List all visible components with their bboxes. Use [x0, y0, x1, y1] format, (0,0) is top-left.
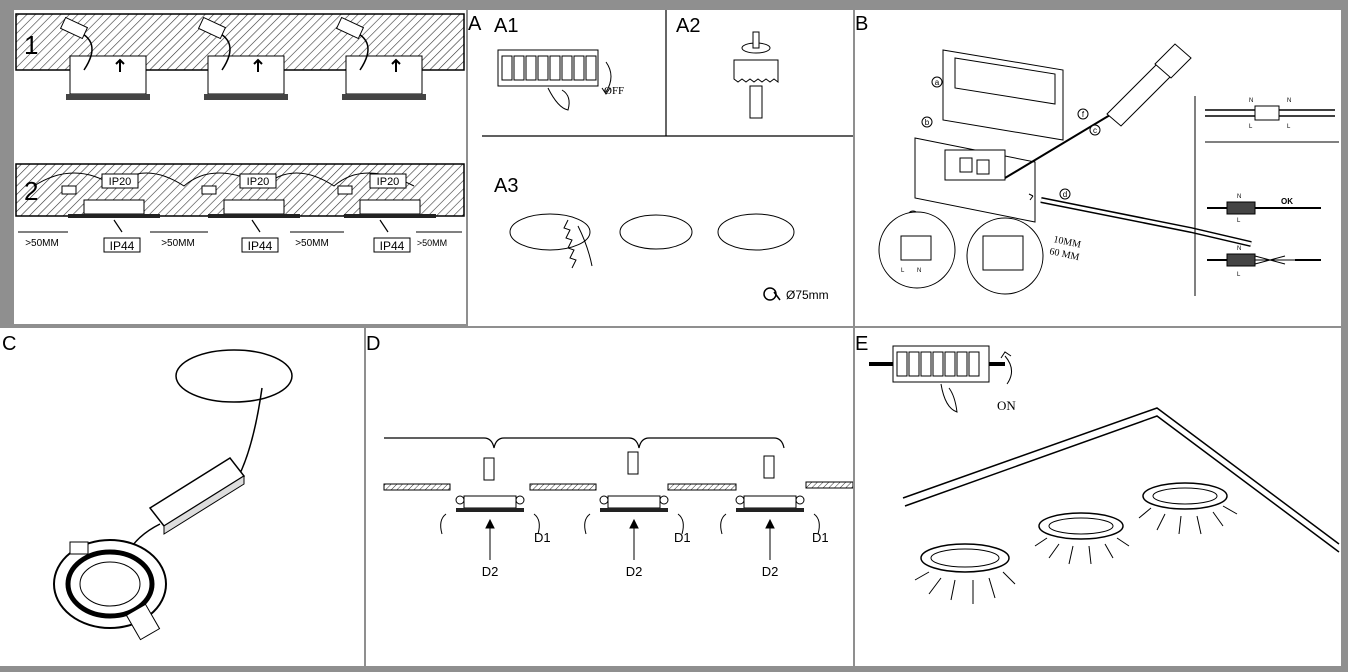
switch-on-label: ON	[997, 398, 1016, 413]
ceiling-cutout	[619, 214, 693, 250]
spacing-label: >50MM	[417, 238, 447, 248]
installation-overview-drawing: 1 2	[15, 13, 465, 253]
svg-text:L: L	[1249, 124, 1253, 130]
svg-text:L: L	[1237, 272, 1241, 278]
spacing-label: >50MM	[295, 238, 329, 249]
terminal-box	[914, 49, 1064, 223]
d1-label: D1	[674, 530, 691, 545]
wiring-drawing: 10MM 60 MM a b c d e f g L N	[878, 43, 1339, 296]
connector-wrong-diagram: N L	[1207, 246, 1321, 278]
panel-e-drawing: ON	[869, 345, 1340, 604]
ip44-label: IP44	[248, 239, 273, 253]
panel-a1-label: A1	[494, 15, 519, 37]
step-2-label: 2	[24, 176, 38, 206]
ip44-label: IP44	[110, 239, 135, 253]
light-fixture	[197, 16, 288, 100]
svg-text:L: L	[1237, 218, 1241, 224]
panel-a: A OFF	[468, 10, 853, 326]
svg-text:N: N	[1287, 98, 1291, 104]
ip20-label: IP20	[377, 176, 400, 188]
d1-label: D1	[534, 530, 551, 545]
svg-text:N: N	[1237, 246, 1241, 252]
ceiling-cutout	[509, 213, 591, 251]
ip20-label: IP20	[109, 176, 132, 188]
panel-c-label: C	[2, 333, 17, 355]
panel-e-label: E	[855, 333, 869, 355]
ip44-label: IP44	[380, 239, 405, 253]
d2-label: D2	[482, 564, 499, 579]
lit-downlight	[1034, 512, 1130, 565]
svg-text:d: d	[1063, 190, 1067, 199]
panel-a2-label: A2	[676, 15, 701, 37]
panel-d: D	[366, 328, 853, 666]
svg-text:b: b	[925, 118, 930, 127]
driver-box	[148, 457, 246, 535]
light-fixture	[59, 16, 150, 100]
svg-text:N: N	[1249, 98, 1253, 104]
recessed-light	[455, 457, 525, 512]
panel-a-drawing: OFF Ø75mm	[482, 10, 853, 302]
spacing-label: >50MM	[25, 238, 59, 249]
switch-off-label: OFF	[604, 85, 624, 97]
screwdriver-icon	[1004, 43, 1192, 179]
hole-diameter-label: Ø75mm	[786, 288, 829, 302]
panel-b-label: B	[855, 13, 869, 35]
lit-downlight	[914, 543, 1016, 604]
svg-text:N: N	[1237, 194, 1241, 200]
svg-text:N: N	[917, 268, 921, 274]
ip20-label: IP20	[247, 176, 270, 188]
svg-text:L: L	[901, 268, 905, 274]
panel-a-label: A	[468, 13, 482, 35]
panel-installation-overview: 1 2	[14, 10, 466, 324]
ceiling-hole	[175, 349, 293, 403]
panel-b: B 10MM 60 MM a b c	[855, 10, 1341, 326]
connector-ok-diagram: N L OK	[1207, 194, 1321, 224]
downlight	[53, 539, 167, 641]
ok-label: OK	[1281, 197, 1293, 206]
recessed-light	[735, 455, 805, 512]
lit-downlight	[1138, 482, 1238, 535]
d2-label: D2	[626, 564, 643, 579]
recessed-light	[599, 451, 669, 512]
circuit-breaker	[869, 345, 1012, 413]
panel-d-label: D	[366, 333, 381, 355]
connector-diagram: N L N L	[1205, 98, 1335, 130]
recessed-light	[337, 185, 436, 218]
svg-text:f: f	[1082, 110, 1085, 119]
hole-diameter-icon	[763, 287, 781, 301]
panel-c: C	[0, 328, 364, 666]
d1-label: D1	[812, 530, 829, 545]
recessed-light	[61, 185, 160, 218]
spacing-label: >50MM	[161, 238, 195, 249]
panel-e: E ON	[855, 328, 1341, 666]
panel-d-drawing: D2 D2 D2 D1 D1 D1	[383, 437, 853, 579]
step-1-label: 1	[24, 30, 38, 60]
d2-label: D2	[762, 564, 779, 579]
light-fixture	[335, 16, 426, 100]
hole-saw	[733, 31, 779, 119]
panel-c-drawing	[53, 349, 293, 641]
ceiling-cutout	[717, 213, 795, 251]
svg-text:a: a	[935, 78, 940, 87]
circuit-breaker	[497, 49, 612, 111]
svg-text:c: c	[1093, 126, 1097, 135]
panel-a3-label: A3	[494, 175, 519, 197]
recessed-light	[201, 185, 300, 218]
svg-text:L: L	[1287, 124, 1291, 130]
